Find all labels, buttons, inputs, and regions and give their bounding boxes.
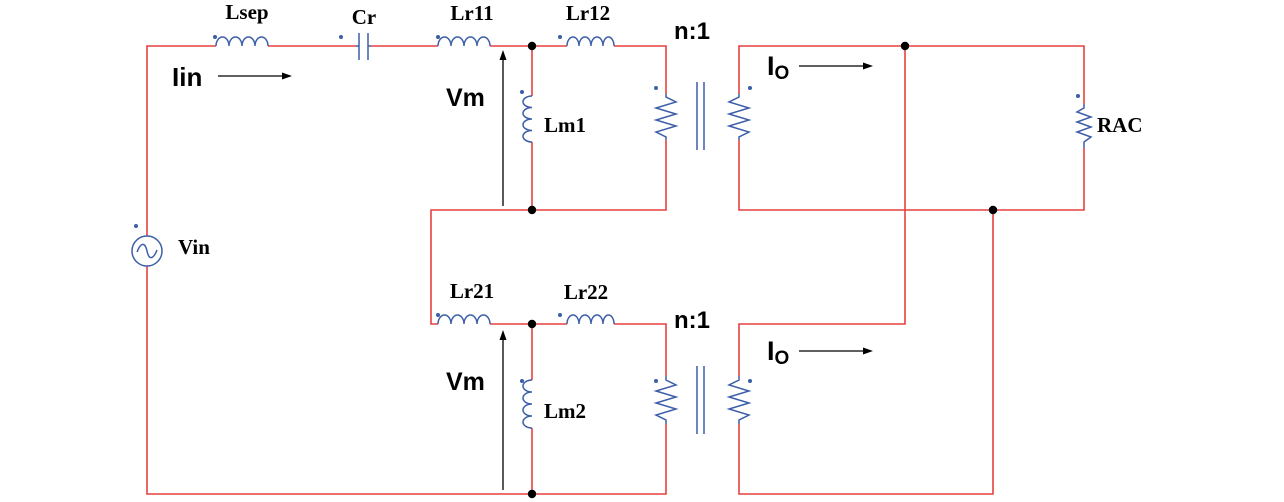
- wire-sec2-top: [738, 46, 906, 376]
- label-io-top: IO: [767, 51, 789, 84]
- transformer-1: [653, 82, 752, 150]
- iin-arrow: [218, 72, 292, 80]
- transformer-2: [653, 366, 752, 434]
- vm-arrow-bottom: [499, 330, 507, 490]
- io-arrow-top: [799, 62, 873, 70]
- inductor-lsep: [213, 35, 269, 47]
- io-arrow-bottom: [799, 347, 873, 355]
- wire-primary2-return: [532, 424, 667, 495]
- label-vm-bottom: Vm: [446, 368, 485, 396]
- wire-primary1-return: [532, 140, 667, 211]
- label-lr22: Lr22: [564, 280, 608, 304]
- junction-nodes: [527, 41, 998, 499]
- node-lm2-bottom: [527, 489, 537, 499]
- label-vin: Vin: [178, 235, 210, 259]
- io-top-main: I: [767, 51, 775, 81]
- label-lr12: Lr12: [566, 1, 610, 25]
- label-iin: Iin: [172, 62, 202, 92]
- label-cr: Cr: [352, 5, 377, 29]
- label-lr11: Lr11: [450, 1, 493, 25]
- wire-stage-link: [430, 209, 532, 325]
- node-lm1-bottom: [527, 205, 537, 215]
- inductor-lr11: [436, 35, 491, 47]
- node-output-bottom: [988, 205, 998, 215]
- resistor-rac: [1074, 94, 1094, 148]
- label-lr21: Lr21: [450, 279, 494, 303]
- wire-sec1-bottom: [738, 140, 1085, 211]
- io-bottom-main: I: [767, 336, 775, 366]
- label-rac: RAC: [1097, 113, 1143, 137]
- label-lsep: Lsep: [225, 0, 268, 24]
- inductor-lr22: [558, 313, 615, 325]
- ac-source-vin: [131, 224, 163, 267]
- label-io-bottom: IO: [767, 336, 789, 369]
- io-top-subscript: O: [775, 63, 790, 84]
- capacitor-cr: [339, 33, 371, 60]
- node-lm2-top: [527, 319, 537, 329]
- wire-top-left: [146, 45, 216, 236]
- vm-arrow-top: [499, 50, 507, 206]
- wires: [146, 45, 1085, 495]
- wire-sec1-top: [738, 45, 1085, 104]
- label-lm2: Lm2: [544, 399, 586, 423]
- label-ratio-top: n:1: [674, 18, 710, 45]
- inductor-lm1: [520, 90, 533, 143]
- inductor-lr21: [436, 313, 491, 325]
- io-bottom-subscript: O: [775, 348, 790, 369]
- label-lm1: Lm1: [544, 113, 586, 137]
- wire-sec2-bottom: [738, 210, 994, 495]
- label-ratio-bottom: n:1: [674, 307, 710, 334]
- inductor-lr12: [558, 35, 615, 47]
- wire-bottom-left: [146, 266, 532, 495]
- wire-lr12-primary1: [614, 45, 667, 94]
- label-vm-top: Vm: [446, 84, 485, 112]
- node-lm1-top: [527, 41, 537, 51]
- inductor-lm2: [520, 379, 533, 429]
- node-output-top: [900, 41, 910, 51]
- wire-lr22-primary2: [614, 323, 667, 376]
